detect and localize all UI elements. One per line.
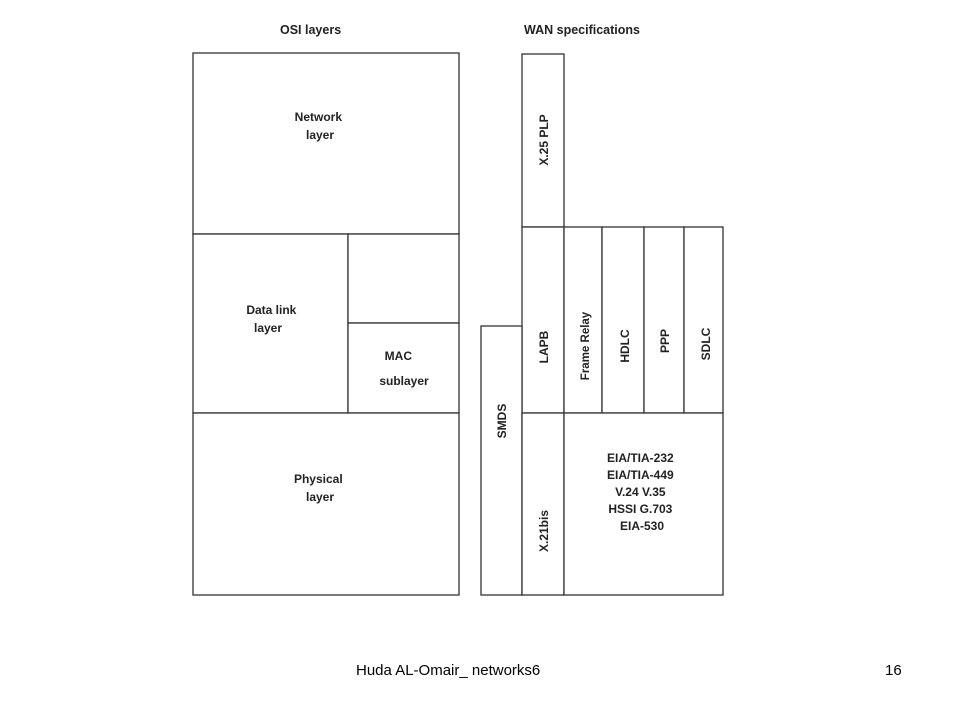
hdlc-box [601, 226, 645, 414]
physical-specs-label: EIA/TIA-232 EIA/TIA-449 V.24 V.35 HSSI G… [607, 451, 677, 533]
osi-layers-header: OSI layers [280, 23, 341, 37]
physical-specs-box [563, 412, 724, 596]
lapb-box [521, 226, 565, 414]
network-layer-label: Network layer [295, 110, 346, 142]
frame-relay-label: Frame Relay [580, 311, 592, 380]
ppp-label: PPP [658, 329, 672, 353]
wan-specifications-header: WAN specifications [524, 23, 640, 37]
data-link-layer-label: Data link layer [246, 303, 299, 335]
x21bis-label: X.21bis [537, 510, 551, 552]
x25-plp-label: X.25 PLP [537, 114, 551, 165]
sdlc-box [683, 226, 724, 414]
smds-label: SMDS [495, 404, 509, 439]
physical-layer-box [192, 412, 460, 596]
mac-sublayer-label: MAC sublayer [379, 349, 429, 388]
physical-layer-label: Physical layer [294, 472, 346, 504]
page-number: 16 [885, 662, 902, 679]
llc-sublayer-box [347, 233, 460, 324]
footer-author: Huda AL-Omair_ networks6 [356, 662, 541, 679]
mac-sublayer-box [347, 322, 460, 414]
network-layer-box [192, 52, 460, 235]
hdlc-label: HDLC [618, 329, 632, 363]
smds-box [480, 325, 523, 596]
data-link-layer-box [192, 233, 349, 414]
x21bis-box [521, 412, 565, 596]
sdlc-label: SDLC [699, 327, 713, 360]
ppp-box [643, 226, 685, 414]
lapb-label: LAPB [537, 330, 551, 363]
